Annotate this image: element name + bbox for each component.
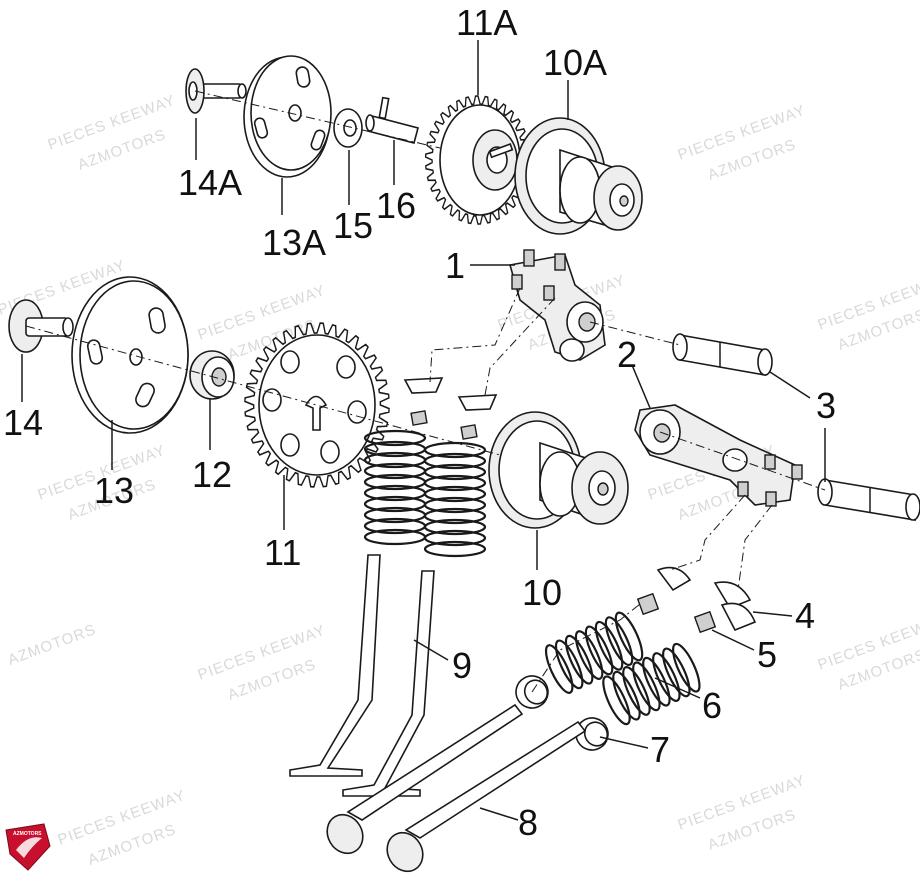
spring-coil — [614, 611, 644, 662]
shaft-16 — [365, 96, 419, 144]
valve-springs-left — [363, 429, 487, 558]
callout-11: 11 — [264, 532, 301, 573]
sprocket-11 — [244, 322, 390, 488]
watermark-line2: AZMOTORS — [6, 621, 99, 669]
spring-coil — [363, 429, 427, 447]
callout-9: 9 — [452, 645, 472, 686]
spring-coil — [423, 485, 487, 503]
spring-coil — [652, 652, 681, 702]
callout-10: 10 — [522, 572, 562, 613]
spring-coil — [642, 656, 671, 707]
spring-coil — [423, 496, 487, 514]
spring-seat-7 — [515, 675, 609, 751]
spring-coil — [612, 670, 641, 721]
spring-coil — [622, 666, 651, 716]
spring-coil — [594, 620, 624, 671]
callout-13: 13 — [94, 470, 134, 511]
spring-coil — [584, 625, 614, 676]
callout-11a: 11A — [456, 2, 517, 43]
spring-coil — [574, 630, 604, 680]
spring-coil — [604, 616, 634, 667]
spring-6a — [544, 611, 644, 694]
spring-coil — [423, 518, 487, 536]
spring-coil — [423, 507, 487, 525]
callout-16: 16 — [376, 185, 416, 226]
valve-retainer-left — [403, 377, 498, 440]
spring-coil — [544, 644, 574, 694]
sprocket-11a — [424, 95, 532, 225]
spring-coil — [554, 639, 584, 690]
washer-15 — [333, 108, 363, 148]
callout-3: 3 — [816, 385, 836, 426]
valve-8 — [326, 703, 587, 873]
spring-coil — [423, 474, 487, 492]
plate-13a — [243, 55, 332, 178]
rocker-shaft-3a — [672, 333, 773, 376]
plate-13 — [71, 276, 189, 434]
leader-lines — [21, 40, 826, 821]
valve-retainer-right — [636, 566, 757, 634]
camshaft-10 — [488, 411, 629, 529]
callout-13a: 13A — [262, 222, 326, 263]
logo-text: AZMOTORS — [13, 831, 42, 837]
spring-6b — [602, 642, 701, 726]
callout-2: 2 — [617, 334, 637, 375]
spring-coil — [662, 647, 691, 698]
spring-coil — [602, 675, 631, 726]
callout-14a: 14A — [178, 162, 242, 203]
spring-coil — [423, 452, 487, 470]
callout-15: 15 — [333, 205, 373, 246]
callout-10a: 10A — [543, 42, 607, 83]
rocker-arm-1 — [508, 249, 606, 362]
spring-coil — [423, 463, 487, 481]
spring-coil — [632, 661, 661, 712]
spring-coil — [564, 634, 594, 685]
spring-coil — [672, 642, 701, 693]
callout-labels: 11A 10A 14A 13A 15 16 1 2 3 14 13 12 11 … — [3, 2, 836, 843]
callout-14: 14 — [3, 402, 43, 443]
valve-springs-right — [544, 611, 701, 726]
callout-4: 4 — [795, 595, 815, 636]
callout-8: 8 — [518, 802, 538, 843]
camshaft-10a — [514, 117, 643, 235]
callout-6: 6 — [702, 685, 722, 726]
callout-5: 5 — [757, 634, 777, 675]
rocker-arm-2 — [634, 404, 803, 507]
azmotors-logo: AZMOTORS — [5, 823, 51, 871]
alignment-lines — [25, 90, 826, 693]
washer-12 — [189, 350, 235, 400]
callout-7: 7 — [650, 729, 670, 770]
rocker-shaft-3b — [817, 478, 920, 521]
callout-1: 1 — [445, 245, 465, 286]
spring-coil — [423, 529, 487, 547]
bolt-14 — [8, 299, 74, 353]
spring-coil — [423, 540, 487, 558]
valve-9 — [289, 554, 435, 797]
callout-12: 12 — [192, 454, 232, 495]
